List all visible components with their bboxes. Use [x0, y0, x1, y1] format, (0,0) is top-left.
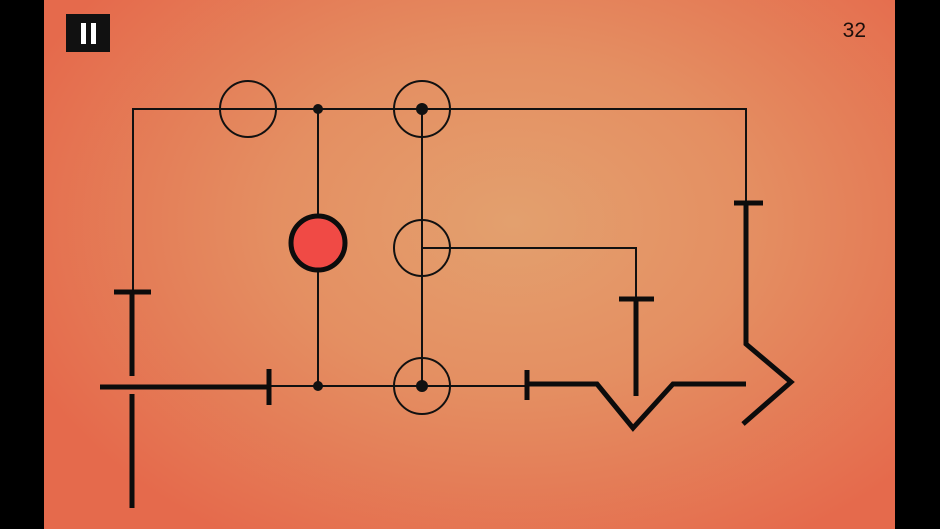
terminal-left-horizontal[interactable] [100, 369, 272, 405]
terminal-right-short[interactable] [619, 296, 654, 396]
wires [132, 108, 747, 387]
terminal-left-vertical[interactable] [114, 289, 151, 376]
node-bottom-middle[interactable] [393, 357, 451, 415]
node-red-source[interactable] [288, 213, 348, 273]
pause-button[interactable] [66, 14, 110, 52]
node-top-left[interactable] [219, 80, 277, 138]
node-top-middle[interactable] [393, 80, 451, 138]
score-counter: 32 [842, 19, 866, 42]
node-center[interactable] [393, 219, 451, 277]
junction-dot-bottom [313, 381, 323, 391]
terminal-bottom-zigzag[interactable] [524, 370, 746, 432]
terminal-right-tall[interactable] [734, 200, 795, 426]
wire-top-loop [132, 108, 747, 292]
circuit-board [100, 80, 795, 508]
wire-center-right [421, 247, 637, 299]
game-area: 32 [44, 0, 895, 529]
junction-dot-top [313, 104, 323, 114]
